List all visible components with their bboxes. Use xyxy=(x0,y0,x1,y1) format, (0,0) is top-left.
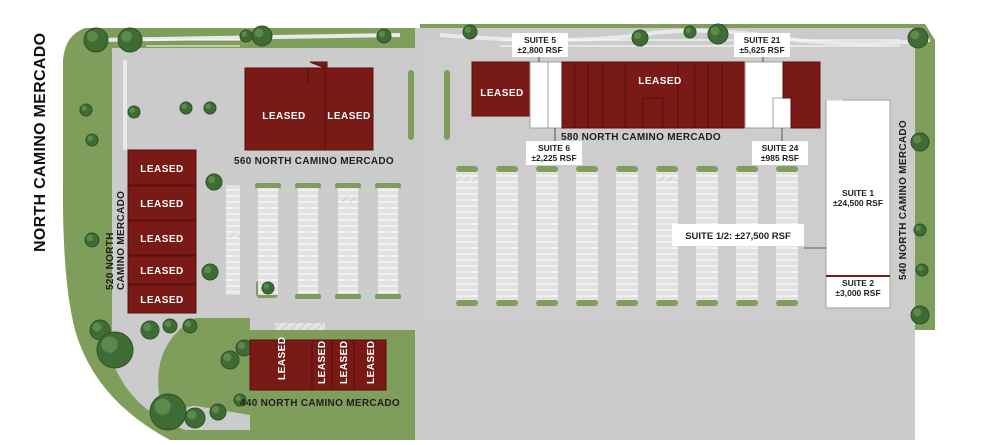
building-520: LEASED LEASED LEASED LEASED LEASED xyxy=(127,149,197,314)
tree-highlight xyxy=(187,410,197,420)
building-440: LEASED LEASED LEASED LEASED xyxy=(249,336,387,391)
tree-highlight xyxy=(223,353,232,362)
tree-highlight xyxy=(910,30,920,40)
suite-1-2-size: SUITE 1/2: ±27,500 RSF xyxy=(685,231,791,242)
trees xyxy=(79,23,930,431)
suite-1-name: SUITE 1 xyxy=(842,188,874,198)
leased-label: LEASED xyxy=(317,340,328,384)
leased-label: LEASED xyxy=(638,76,682,87)
suite-5-name: SUITE 5 xyxy=(524,35,556,45)
building-580: LEASED LEASED xyxy=(471,61,821,129)
suite-6-callout[interactable]: SUITE 6 ±2,225 RSF xyxy=(526,128,582,165)
suite-1-size: ±24,500 RSF xyxy=(833,198,883,208)
tree-highlight xyxy=(121,31,132,42)
leased-label: LEASED xyxy=(140,199,184,210)
tree-highlight xyxy=(205,103,211,109)
tree-highlight xyxy=(143,323,152,332)
building-540 xyxy=(825,99,891,309)
tree-highlight xyxy=(181,103,187,109)
tree-highlight xyxy=(208,176,216,184)
suite-1-callout[interactable]: SUITE 1 ±24,500 RSF xyxy=(833,188,883,208)
suite-5-size: ±2,800 RSF xyxy=(517,45,562,55)
tree-highlight xyxy=(254,28,264,38)
suite-5-callout[interactable]: SUITE 5 ±2,800 RSF xyxy=(512,33,568,62)
building-560: LEASED LEASED xyxy=(244,61,374,151)
building-580-label: 580 NORTH CAMINO MERCADO xyxy=(561,132,721,143)
tree-highlight xyxy=(86,234,94,242)
building-520-label-line1: 520 NORTH xyxy=(105,232,116,290)
tree-highlight xyxy=(241,31,247,37)
tree-highlight xyxy=(212,406,220,414)
suite-1-2-callout[interactable]: SUITE 1/2: ±27,500 RSF xyxy=(672,224,826,249)
tree-highlight xyxy=(634,31,642,40)
building-560-label: 560 NORTH CAMINO MERCADO xyxy=(234,156,394,167)
suite-21-size: ±5,625 RSF xyxy=(739,45,784,55)
suite-6-name: SUITE 6 xyxy=(538,143,570,153)
tree-highlight xyxy=(710,26,720,36)
tree-highlight xyxy=(913,308,922,317)
leased-label: LEASED xyxy=(262,111,306,122)
leased-label: LEASED xyxy=(366,340,377,384)
suite-2-name: SUITE 2 xyxy=(842,278,874,288)
tree-highlight xyxy=(87,135,93,141)
suite-2-callout[interactable]: SUITE 2 ±3,000 RSF xyxy=(835,278,880,298)
tree-highlight xyxy=(184,320,192,328)
tree-highlight xyxy=(913,135,922,144)
tree-highlight xyxy=(101,336,118,353)
suite-24-name: SUITE 24 xyxy=(762,143,799,153)
tree-highlight xyxy=(685,27,691,33)
building-520-label-line2: CAMINO MERCADO xyxy=(116,191,127,290)
leased-label: LEASED xyxy=(140,234,184,245)
leased-label: LEASED xyxy=(480,88,524,99)
tree-highlight xyxy=(238,342,246,350)
tree-highlight xyxy=(204,266,212,274)
tree-highlight xyxy=(154,398,171,415)
leased-label: LEASED xyxy=(140,266,184,277)
tree-highlight xyxy=(92,322,102,332)
suite-24-size: ±985 RSF xyxy=(761,153,799,163)
tree-highlight xyxy=(164,320,172,328)
leased-label: LEASED xyxy=(327,111,371,122)
building-540-label: 540 NORTH CAMINO MERCADO xyxy=(898,120,909,280)
suite-24-callout[interactable]: SUITE 24 ±985 RSF xyxy=(752,128,808,165)
leased-label: LEASED xyxy=(277,336,288,380)
tree-highlight xyxy=(378,30,386,38)
building-440-label: 440 NORTH CAMINO MERCADO xyxy=(240,398,400,409)
leased-label: LEASED xyxy=(140,164,184,175)
suite-6-size: ±2,225 RSF xyxy=(531,153,576,163)
suite-21-callout[interactable]: SUITE 21 ±5,625 RSF xyxy=(734,33,790,62)
tree-highlight xyxy=(81,105,87,111)
leased-label: LEASED xyxy=(339,340,350,384)
tree-highlight xyxy=(915,225,921,231)
tree-highlight xyxy=(87,31,98,42)
suite-21-name: SUITE 21 xyxy=(744,35,781,45)
suite-2-size: ±3,000 RSF xyxy=(835,288,880,298)
tree-highlight xyxy=(917,265,923,271)
leased-label: LEASED xyxy=(140,295,184,306)
tree-highlight xyxy=(129,107,135,113)
tree-highlight xyxy=(464,26,472,34)
road-label: NORTH CAMINO MERCADO xyxy=(32,33,49,252)
tree-highlight xyxy=(235,395,241,401)
tree-highlight xyxy=(263,283,269,289)
